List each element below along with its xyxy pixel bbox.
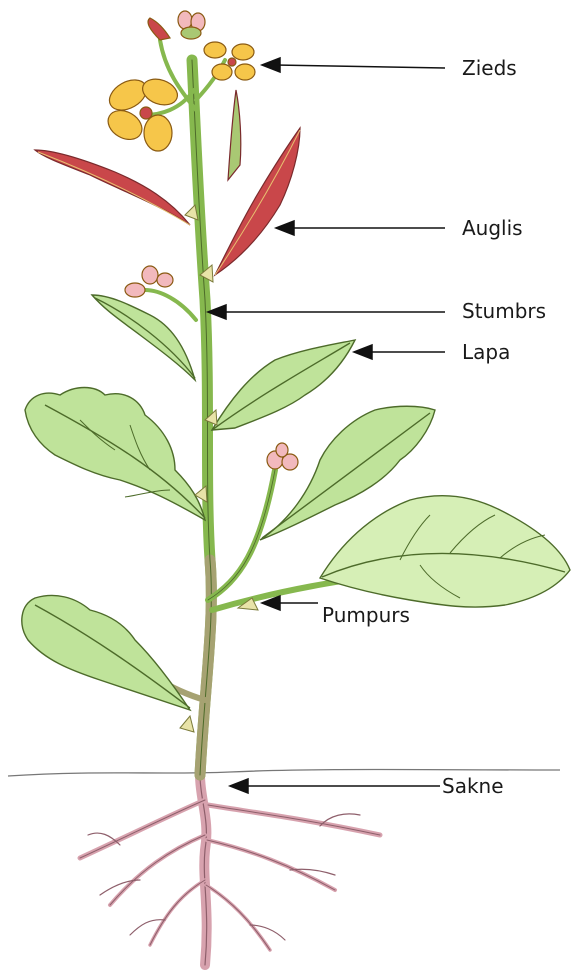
flower-bud-middle <box>267 443 298 470</box>
label-stumbrs: Stumbrs <box>462 299 546 323</box>
flower-small <box>204 42 255 80</box>
pod-right <box>215 128 300 275</box>
leaf-right-large <box>320 496 570 607</box>
pod-left <box>35 150 190 225</box>
label-pumpurs: Pumpurs <box>322 603 410 627</box>
fruits <box>35 90 300 275</box>
flower-bud-left <box>125 266 173 297</box>
label-lapa: Lapa <box>462 340 510 364</box>
axillary-buds <box>180 205 258 732</box>
label-auglis: Auglis <box>462 216 523 240</box>
flower-bud-red <box>148 18 170 40</box>
roots <box>80 775 380 965</box>
leaf-left-lower <box>22 595 190 710</box>
leaf-left-small <box>92 295 195 380</box>
label-sakne: Sakne <box>442 774 504 798</box>
leaf-left-upper <box>25 388 205 521</box>
pod-small <box>228 90 241 180</box>
flower-bud-top <box>178 11 205 39</box>
label-zieds: Zieds <box>462 56 517 80</box>
